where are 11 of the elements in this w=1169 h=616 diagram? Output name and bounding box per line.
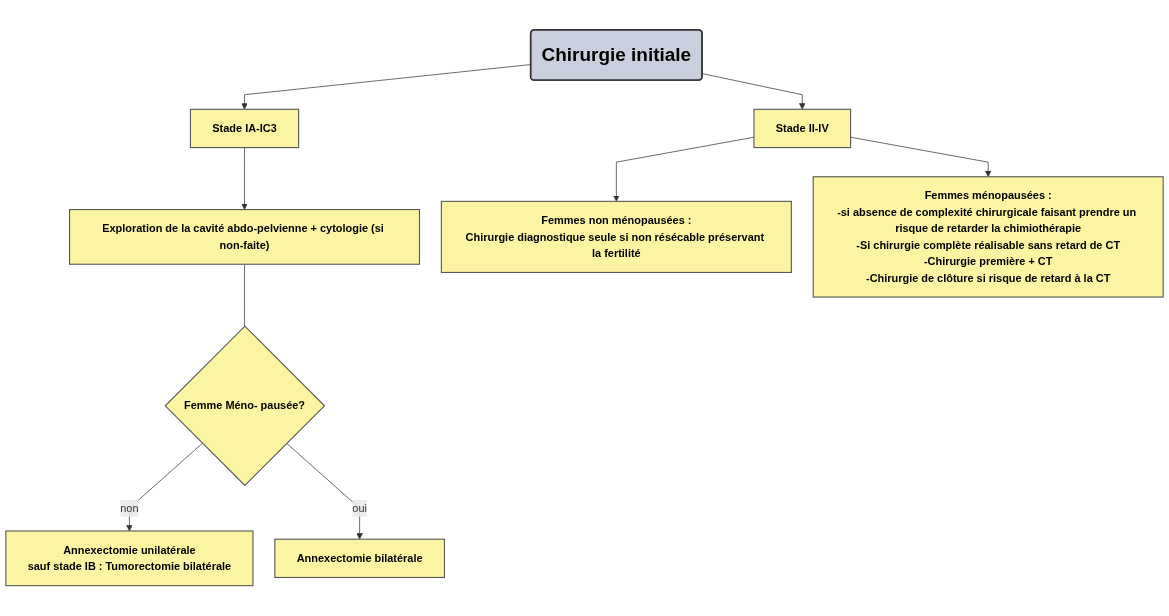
- node-box: Exploration de la cavité abdo-pelvienne + cytologie (si non-faite): [69, 209, 421, 266]
- edge-label: non: [120, 501, 139, 515]
- node-box: Femmes non ménopausées : Chirurgie diagnostique seule si non résécable préservant la fertilité: [440, 201, 792, 274]
- node-box: Stade II-IV: [753, 109, 852, 149]
- connector: [244, 264, 245, 327]
- node-box: Femmes ménopausées : -si absence de complexité chirurgicale faisant prendre un risque de retarder la chimiothérapie -Si chirurgie complète réalisable sans retard de CT -Chirurgie première + CT -Chirurgie de clôture si risque de retard à la CT: [812, 176, 1164, 298]
- node-diamond: Femme Méno- pausée?: [164, 325, 326, 487]
- node-box: Annexectomie unilatérale sauf stade IB : Tumorectomie bilatérale: [5, 530, 254, 587]
- node-box: Stade IA-IC3: [189, 109, 300, 149]
- node-box: Annexectomie bilatérale: [274, 538, 445, 579]
- edge-label: oui: [352, 501, 367, 515]
